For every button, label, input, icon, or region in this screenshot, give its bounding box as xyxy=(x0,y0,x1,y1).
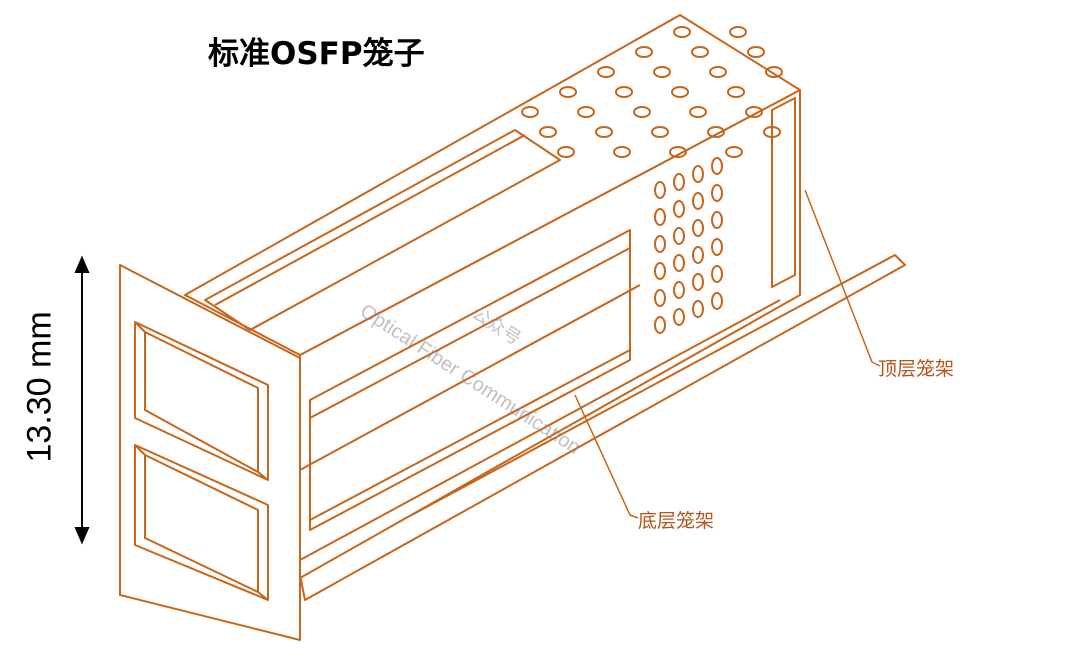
vent-hole xyxy=(747,46,765,58)
vent-hole xyxy=(711,184,723,202)
vent-hole xyxy=(745,106,763,118)
vent-hole xyxy=(711,211,723,229)
page-title: 标准OSFP笼子 xyxy=(208,36,425,72)
vent-hole xyxy=(651,126,669,138)
vent-hole xyxy=(692,165,704,183)
vent-hole xyxy=(577,106,595,118)
vent-hole xyxy=(671,86,689,98)
vent-hole xyxy=(615,86,633,98)
callout-top-cage: 顶层笼架 xyxy=(878,358,955,380)
vent-hole xyxy=(709,66,727,78)
leader-top xyxy=(804,189,881,367)
vent-hole xyxy=(673,227,685,245)
vent-hole xyxy=(692,300,704,318)
vent-hole xyxy=(557,146,575,158)
vent-hole xyxy=(711,238,723,256)
vent-hole xyxy=(711,157,723,175)
vent-hole xyxy=(635,46,653,58)
vent-hole xyxy=(654,262,666,280)
vent-hole xyxy=(654,181,666,199)
vent-hole xyxy=(595,126,613,138)
vent-hole xyxy=(673,200,685,218)
vent-hole xyxy=(673,308,685,326)
vent-hole xyxy=(654,235,666,253)
vent-hole xyxy=(725,146,743,158)
vent-hole xyxy=(559,86,577,98)
vent-hole xyxy=(613,146,631,158)
top-cutout xyxy=(204,129,561,331)
vent-hole xyxy=(653,66,671,78)
vent-hole xyxy=(597,66,615,78)
vent-hole xyxy=(673,254,685,272)
vent-hole xyxy=(673,26,691,38)
dimension-label: 13.30 mm xyxy=(20,311,59,463)
vent-hole xyxy=(633,106,651,118)
vent-hole xyxy=(707,126,725,138)
vent-hole xyxy=(765,66,783,78)
vent-hole xyxy=(711,265,723,283)
vent-hole xyxy=(673,173,685,191)
vent-holes xyxy=(521,26,783,334)
pcb-board xyxy=(299,254,906,601)
vent-hole xyxy=(654,208,666,226)
leader-bottom xyxy=(574,394,639,519)
vent-hole xyxy=(692,273,704,291)
vent-hole xyxy=(692,246,704,264)
vent-hole xyxy=(539,126,557,138)
vent-hole xyxy=(729,26,747,38)
vent-hole xyxy=(763,126,781,138)
vent-hole xyxy=(654,289,666,307)
vent-hole xyxy=(521,106,539,118)
dimension-arrow xyxy=(74,255,90,545)
side-window-upper xyxy=(309,229,631,531)
vent-hole xyxy=(692,219,704,237)
vent-hole xyxy=(689,106,707,118)
cage-top-face xyxy=(184,14,801,356)
callout-bottom-cage: 底层笼架 xyxy=(638,510,715,532)
vent-hole xyxy=(711,292,723,310)
rear-tab xyxy=(771,97,796,288)
vent-hole xyxy=(691,46,709,58)
vent-hole xyxy=(692,192,704,210)
vent-hole xyxy=(673,281,685,299)
vent-hole xyxy=(727,86,745,98)
vent-hole xyxy=(669,146,687,158)
vent-hole xyxy=(654,316,666,334)
